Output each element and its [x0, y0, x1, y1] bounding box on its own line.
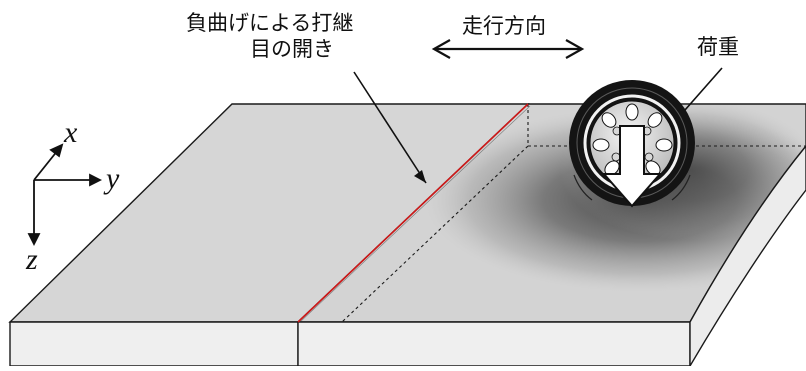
opened-joint-line: [297, 103, 529, 323]
joint-opening-label-line1: 負曲げによる打継: [186, 11, 354, 35]
y-axis-label: y: [106, 162, 120, 195]
x-axis-label: x: [64, 116, 78, 149]
left-slab-front: [9, 321, 299, 367]
down-arrow-icon: [601, 125, 663, 208]
double-headed-arrow-icon: [431, 39, 585, 59]
joint-opening-label-line2: 目の開き: [250, 37, 334, 61]
load-label: 荷重: [697, 35, 739, 59]
joint-pointer: [353, 71, 427, 184]
coordinate-axes: [27, 143, 103, 247]
travel-direction-label: 走行方向: [462, 14, 546, 38]
right-slab-front: [297, 321, 691, 367]
z-axis-label: z: [26, 243, 38, 276]
